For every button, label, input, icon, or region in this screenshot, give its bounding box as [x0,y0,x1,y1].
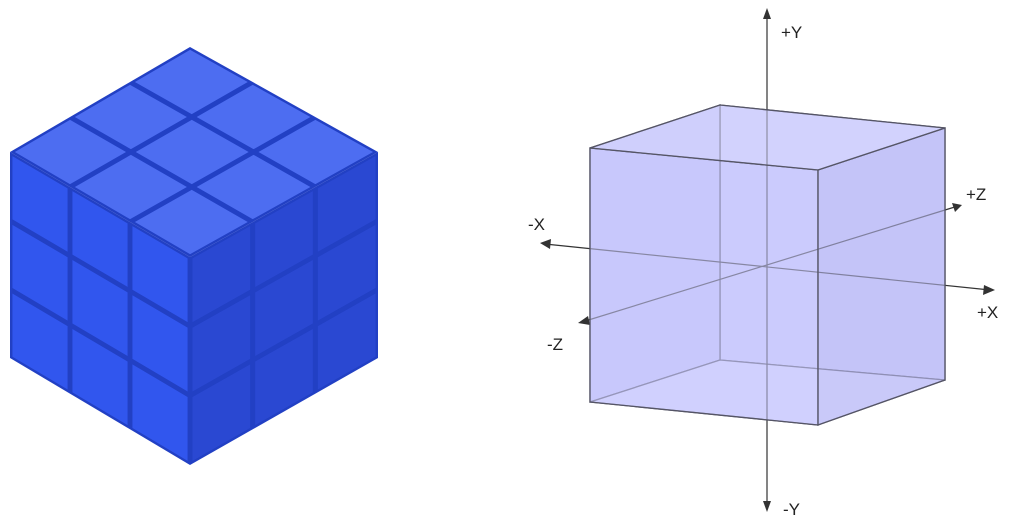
cube-top-tile [134,119,250,185]
cube-right-tile [317,292,377,391]
cube-top-tile [73,154,189,220]
cube-right-tile [254,327,314,427]
y-axis-arrow-up [763,8,771,19]
cube-left-tile [71,190,129,288]
y-axis-arrow-down [763,501,771,512]
cube-right-tile [317,223,377,322]
cube-top-tile [13,119,128,185]
cube-right-tile [191,363,251,462]
cube-right-tile [254,259,314,358]
cube-top-tile [257,119,375,185]
cube-top-tile [133,49,249,115]
cube-left-tile [71,259,129,358]
z-axis-arrow-front [578,316,590,325]
box-front-face [589,147,819,426]
rubik-cube [10,47,378,465]
neg-x-label: -X [528,215,545,234]
cube-right-tile [191,294,251,393]
cube-left-tile [11,155,69,253]
cube-left-tile [131,363,189,462]
x-axis-arrow-left [540,239,551,249]
pos-x-label: +X [977,303,998,322]
cube-left-tile [71,327,129,427]
cube-top-tile [133,189,249,255]
cube-left-tile [11,292,69,391]
cube-right-tile [254,190,314,288]
box-right-face [817,127,946,426]
neg-y-label: -Y [783,500,800,519]
cube-top-tile [195,84,312,150]
cube-right-face [190,152,378,465]
cube-right-tile [191,225,251,324]
cube-top-tile [195,154,312,220]
x-axis-arrow-right [983,285,995,295]
cube-left-tile [11,223,69,322]
cube-right-tile [317,155,377,253]
coordinate-axes-diagram: +Y -Y -X +X +Z -Z [528,8,998,519]
z-axis-arrow-back [952,203,962,212]
cube-left-tile [131,294,189,393]
cube-top-tile [73,84,189,150]
cube-left-face [10,152,190,465]
neg-z-label: -Z [547,335,563,354]
cube-top-face [10,47,378,257]
cube-left-tile [131,225,189,324]
pos-z-label: +Z [966,185,986,204]
box-top-face [589,104,946,171]
pos-y-label: +Y [781,23,802,42]
